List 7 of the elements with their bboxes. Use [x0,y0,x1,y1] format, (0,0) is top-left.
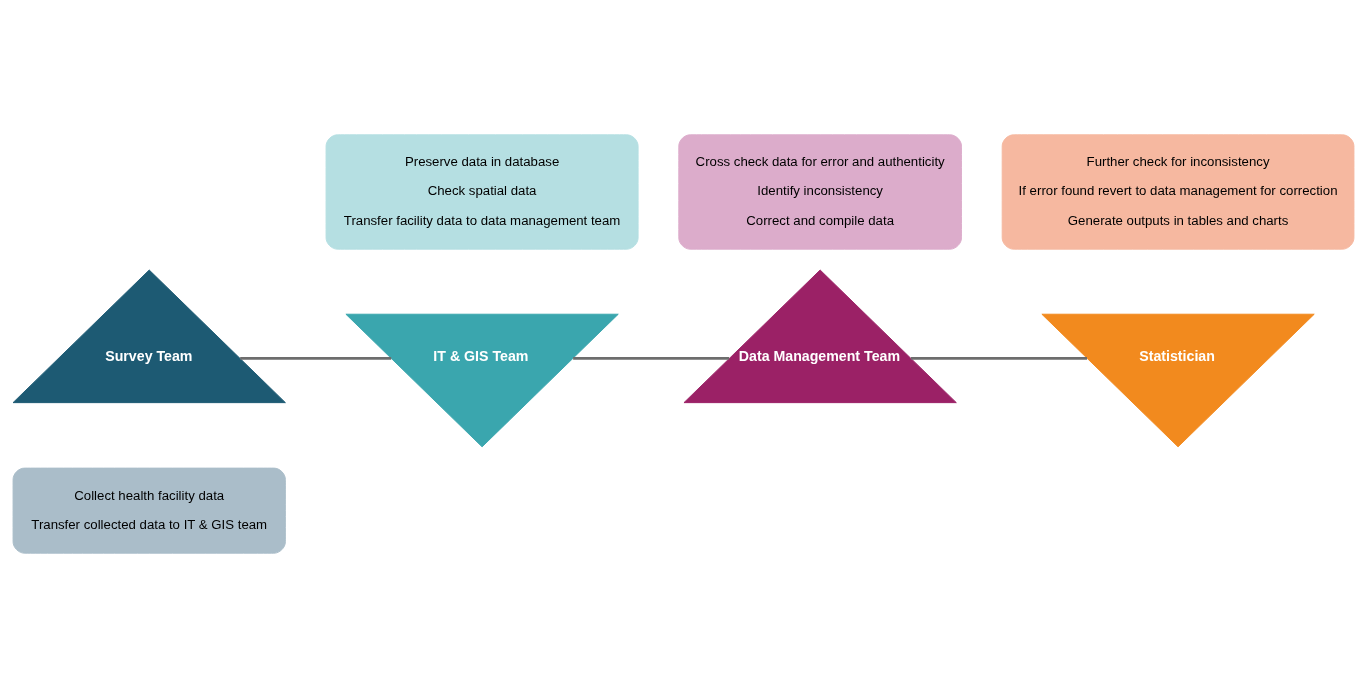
node-box: Further check for inconsistency If error found revert to data management for correction Generate outputs in tables and charts [1001,134,1355,250]
node-box: Preserve data in database Check spatial data Transfer facility data to data management team [325,134,639,250]
connector [910,357,1087,360]
connector [240,357,392,360]
node-box: Collect health facility data Transfer collected data to IT & GIS team [12,467,286,554]
node-box: Cross check data for error and authenticity Identify inconsistency Correct and compile data [678,134,962,250]
connector [573,357,730,360]
